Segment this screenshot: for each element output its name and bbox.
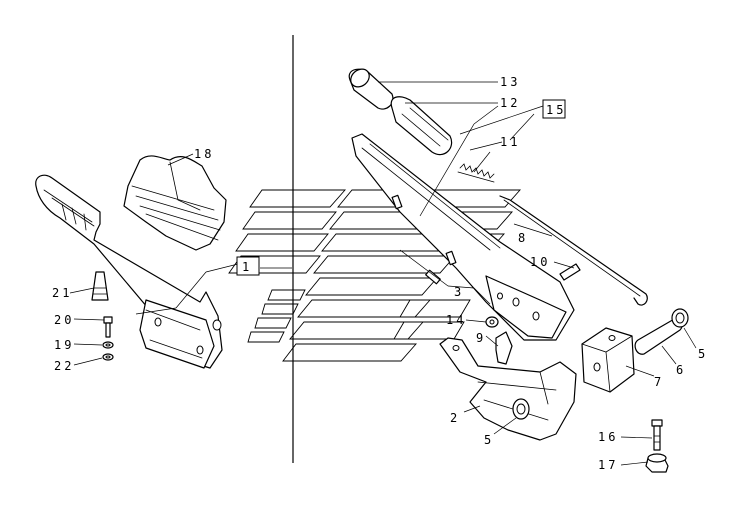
label-5-lower: 5 xyxy=(484,433,494,447)
pin-10 xyxy=(559,263,581,281)
grip-13 xyxy=(348,68,394,110)
label-8: 8 xyxy=(518,231,528,245)
washer-22 xyxy=(102,353,114,361)
nut-17 xyxy=(645,453,669,473)
label-1: 1 xyxy=(242,260,252,274)
right-leaders xyxy=(378,81,697,466)
label-9: 9 xyxy=(476,331,486,345)
part-labels: 13 12 15 11 18 8 10 1 21 20 19 22 3 14 9… xyxy=(52,75,708,472)
rod-8 xyxy=(499,195,648,306)
label-14: 14 xyxy=(446,313,466,327)
screw-16 xyxy=(651,419,663,451)
left-leaders xyxy=(69,153,292,366)
block-7 xyxy=(581,327,635,393)
spring-11 xyxy=(457,163,495,183)
label-18: 18 xyxy=(194,147,214,161)
rubber-boot-18 xyxy=(123,155,227,251)
label-13: 13 xyxy=(500,75,520,89)
label-7: 7 xyxy=(654,375,664,389)
label-11: 11 xyxy=(500,135,520,149)
label-6: 6 xyxy=(676,363,686,377)
label-17: 17 xyxy=(598,458,618,472)
washer-19 xyxy=(102,341,114,349)
bushing-5-upper xyxy=(671,308,689,328)
label-16: 16 xyxy=(598,430,618,444)
label-10: 10 xyxy=(530,255,550,269)
bushing-5-lower xyxy=(512,398,530,420)
label-20: 20 xyxy=(54,313,74,327)
bolt-21 xyxy=(91,271,109,301)
pin-3 xyxy=(391,194,457,285)
grip-12 xyxy=(390,96,453,156)
link-9 xyxy=(495,331,513,365)
label-15: 15 xyxy=(546,103,566,117)
screw-20 xyxy=(103,316,113,338)
clip-14 xyxy=(485,316,499,328)
callout-box-15 xyxy=(542,99,566,119)
label-19: 19 xyxy=(54,338,74,352)
handbrake-lever-assembly xyxy=(35,174,223,369)
label-21: 21 xyxy=(52,286,72,300)
callout-box-1 xyxy=(236,256,260,276)
main-lever-right xyxy=(351,133,575,341)
label-5-upper: 5 xyxy=(698,347,708,361)
label-22: 22 xyxy=(54,359,74,373)
label-12: 12 xyxy=(500,96,520,110)
bracket-2 xyxy=(439,337,577,441)
label-3: 3 xyxy=(454,285,464,299)
label-2: 2 xyxy=(450,411,460,425)
